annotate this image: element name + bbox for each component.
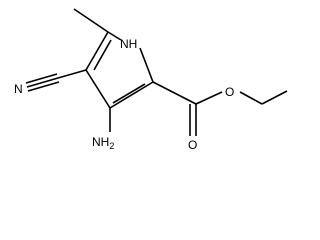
ester-o-label: O (225, 85, 234, 99)
bond-c2-c3-outer (109, 81, 154, 109)
amino-label-subscript: 2 (109, 141, 114, 151)
nitrile-n-label: N (14, 82, 23, 96)
bond-nitrile-triple-1 (26, 77, 59, 88)
amino-label-main: NH (92, 135, 109, 149)
bond-c5-n1 (107, 31, 122, 41)
amino-label: NH2 (92, 135, 114, 151)
bond-nitrile-triple-2 (25, 73, 58, 84)
nh-label: NH (120, 37, 137, 51)
bond-c2-c3-inner (112, 83, 146, 104)
bond-nitrile-triple-3 (27, 81, 60, 92)
bond-c4-cn (57, 69, 87, 79)
bond-n1-c2 (139, 47, 154, 83)
bond-c3-c4 (85, 69, 111, 109)
bond-c4-c5-outer (85, 31, 109, 71)
bond-methyl (73, 8, 109, 33)
carbonyl-o-label: O (188, 138, 197, 152)
structural-formula: NH N NH2 O O (14, 8, 288, 152)
bond-ester-o-ch2 (239, 91, 263, 105)
bond-c2-carbonyl (152, 81, 197, 105)
bond-carbonyl-ester-o (195, 91, 223, 105)
bond-ch2-ch3 (261, 90, 288, 105)
bond-c4-c5-inner (93, 39, 112, 71)
